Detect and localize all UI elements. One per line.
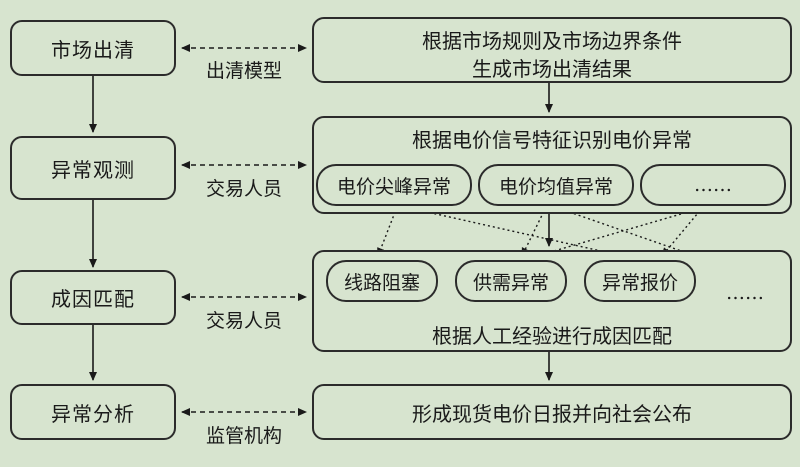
daily-report-text: 形成现货电价日报并向社会公布 <box>412 401 692 426</box>
cause-item-supply-demand: 供需异常 <box>455 260 567 302</box>
cause-item-more: …… <box>726 282 764 304</box>
anomaly-item-label: 电价尖峰异常 <box>336 175 451 198</box>
cause-item-line-congestion: 线路阻塞 <box>326 260 438 302</box>
stage-label: 异常观测 <box>51 157 135 182</box>
map-more-to-supply <box>529 206 706 260</box>
stage-label: 异常分析 <box>51 401 135 426</box>
link-label-2: 交易人员 <box>204 174 285 201</box>
link-label-3: 交易人员 <box>204 306 285 333</box>
stage-box-matching: 成因匹配 <box>10 270 176 325</box>
cause-matching-caption: 根据人工经验进行成因匹配 <box>432 324 672 348</box>
anomaly-item-label: 电价均值异常 <box>498 175 613 198</box>
clearing-result-line2: 生成市场出清结果 <box>472 57 632 81</box>
map-peak-to-line <box>377 206 398 257</box>
cause-item-abnormal-bid: 异常报价 <box>584 260 696 302</box>
stage-box-analysis: 异常分析 <box>10 384 176 440</box>
daily-report-box: 形成现货电价日报并向社会公布 <box>312 384 792 440</box>
map-more-to-price <box>661 206 704 257</box>
stage-box-clearing: 市场出清 <box>10 20 176 76</box>
link-label-1: 出清模型 <box>204 56 285 83</box>
link-label-4: 监管机构 <box>204 421 285 448</box>
anomaly-item-label: …… <box>694 174 732 196</box>
clearing-result-line1: 根据市场规则及市场边界条件 <box>422 29 682 53</box>
anomaly-identification-title: 根据电价信号特征识别电价异常 <box>412 128 692 152</box>
cause-item-label: 异常报价 <box>601 271 678 294</box>
anomaly-item-peak: 电价尖峰异常 <box>316 164 472 206</box>
clearing-result-box: 根据市场规则及市场边界条件 生成市场出清结果 <box>312 17 792 83</box>
stage-label: 成因匹配 <box>51 287 135 311</box>
map-mean-to-more <box>554 206 731 270</box>
stage-label: 市场出清 <box>51 37 135 62</box>
cause-item-label: 供需异常 <box>472 271 549 294</box>
cause-item-label: 线路阻塞 <box>343 271 420 294</box>
stage-box-observation: 异常观测 <box>10 136 176 200</box>
map-peak-to-price <box>404 206 633 261</box>
map-mean-to-supply <box>521 206 547 257</box>
anomaly-item-mean: 电价均值异常 <box>478 164 634 206</box>
anomaly-item-more: …… <box>640 164 786 206</box>
